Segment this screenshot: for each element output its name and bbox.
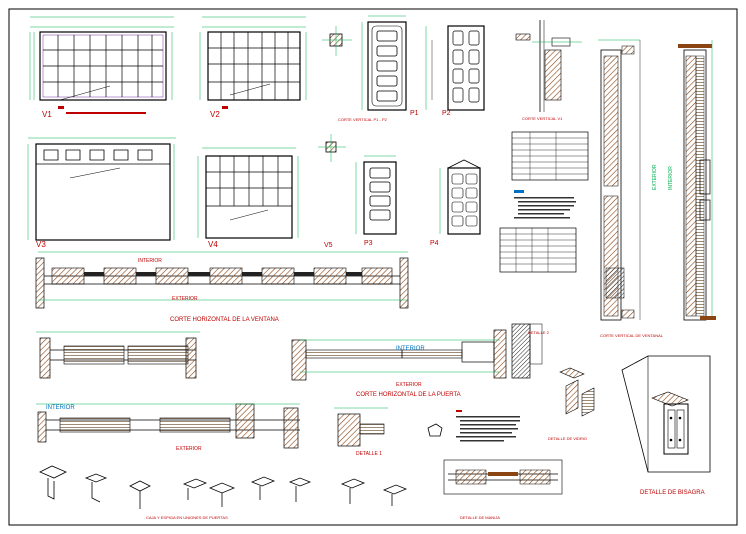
label-v4: V4 [208,240,218,249]
horizontal-section-door-lower [36,403,300,449]
label-corte-horizontal-ventana: CORTE HORIZONTAL DE LA VENTANA [170,317,279,323]
elevation-v5 [318,134,346,162]
elevation-v4 [197,147,299,239]
label-caja-espiga: CAJA Y ESPIGA EN UNIONES DE PUERTAS [146,515,228,520]
door-p3 [355,155,397,235]
elevation-v3 [27,137,176,241]
label-detalle-manija: DETALLE DE MANIJA [460,515,500,520]
label-detalle-2: DETALLE 2 [528,330,550,335]
label-interior-vertical: INTERIOR [668,166,674,190]
label-exterior-1: EXTERIOR [172,296,198,302]
horizontal-section-ventana [35,251,409,309]
label-detalle-1: DETALLE 1 [356,451,382,457]
label-p2: P2 [442,110,451,117]
label-exterior-vertical: EXTERIOR [652,164,658,190]
joint-details [39,465,408,509]
label-detalle-vidrio: DETALLE DE VIDRIO [548,436,587,441]
label-v1: V1 [42,110,52,119]
vertical-section-p [515,20,582,112]
label-detalle-bisagra: DETALLE DE BISAGRA [640,490,705,496]
schedule-tables [499,131,589,273]
notes-block [456,410,520,442]
horizontal-section-puerta [291,323,531,381]
label-corte-vertical-ventanal: CORTE VERTICAL DE VENTANAL [600,333,664,338]
door-p1 [361,15,407,111]
glass-detail [529,323,595,417]
door-p2 [425,25,485,111]
label-corte-horizontal-puerta: CORTE HORIZONTAL DE LA PUERTA [356,392,461,398]
label-v2: V2 [210,110,220,119]
door-p4 [439,159,481,235]
sheet-border [8,8,738,526]
detalle-1-drawing [334,407,443,447]
elevation-v2 [199,16,307,109]
horizontal-section-door-left [36,331,200,379]
small-section-detail [322,26,352,56]
label-interior-3: INTERIOR [46,405,75,411]
label-p1: P1 [410,110,419,117]
label-p3: P3 [364,240,373,247]
elevation-v1 [29,16,174,114]
label-interior-2: INTERIOR [396,346,425,352]
label-corte-vertical-v1: CORTE VERTICAL V1 [522,116,563,121]
hinge-detail [621,355,711,473]
label-corte-vertical-p1-p2: CORTE VERTICAL P1 - P2 [338,117,388,122]
label-p4: P4 [430,240,439,247]
handle-detail [443,459,563,495]
label-exterior-3: EXTERIOR [176,446,202,452]
label-v5: V5 [324,242,333,249]
vertical-section-ventanal [598,39,716,321]
label-exterior-2: EXTERIOR [396,382,422,388]
label-interior-1: INTERIOR [138,258,162,264]
label-v3: V3 [36,240,46,249]
